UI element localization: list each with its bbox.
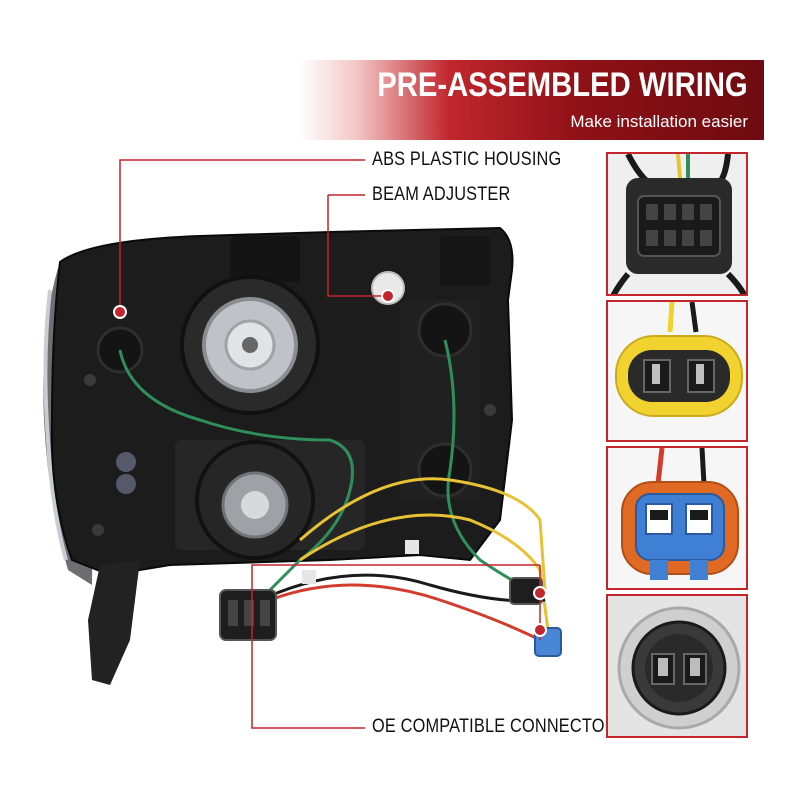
banner-title: PRE-ASSEMBLED WIRING [377, 66, 748, 104]
connectors-marker-dot [533, 623, 547, 637]
screw [484, 404, 496, 416]
low-beam-bulb [241, 491, 269, 519]
thumbnail-blue-orange-connector [606, 446, 748, 590]
harness-connector-pin [244, 600, 254, 626]
turn-signal-socket [417, 302, 473, 358]
adjuster-marker-dot [381, 289, 395, 303]
callout-housing: ABS PLASTIC HOUSING [372, 149, 562, 170]
callout-connectors: OE COMPATIBLE CONNECTORS [372, 716, 628, 737]
thumbnail-round-socket [606, 594, 748, 738]
wire-clip [405, 540, 419, 554]
side-marker-socket [417, 442, 473, 498]
harness-connector-pin [228, 600, 238, 626]
wire-clip [302, 570, 316, 584]
harness-connector-pin [260, 600, 270, 626]
mounting-tab [88, 560, 140, 685]
lens-highlight [43, 289, 68, 561]
adjuster-leader-line [327, 195, 388, 297]
adjuster-dot [116, 474, 136, 494]
multi-pin-connector-icon [608, 154, 746, 294]
screw [92, 524, 104, 536]
wire-yellow [299, 477, 547, 591]
blue-orange-9006-connector-icon [608, 448, 746, 588]
high-beam-center [242, 337, 258, 353]
connectors-leader-line [251, 564, 540, 729]
housing-leader-line [119, 159, 365, 310]
round-bulb-socket-icon [608, 596, 746, 736]
yellow-h11-connector-icon [608, 302, 746, 440]
screw [84, 374, 96, 386]
header-banner: PRE-ASSEMBLED WIRING Make installation e… [300, 60, 764, 140]
connectors-marker-dot [533, 586, 547, 600]
wire-red [269, 583, 541, 642]
top-bracket [440, 236, 490, 286]
wire-green-2 [443, 339, 531, 592]
housing-marker-dot [113, 305, 127, 319]
banner-subtitle: Make installation easier [570, 112, 748, 131]
wire-yellow-2 [299, 513, 550, 631]
adjuster-dot [116, 452, 136, 472]
thumbnail-yellow-connector [606, 300, 748, 442]
callout-beam-adjuster: BEAM ADJUSTER [372, 184, 511, 205]
top-bump [230, 236, 300, 282]
thumbnail-multi-pin-connector [606, 152, 748, 296]
